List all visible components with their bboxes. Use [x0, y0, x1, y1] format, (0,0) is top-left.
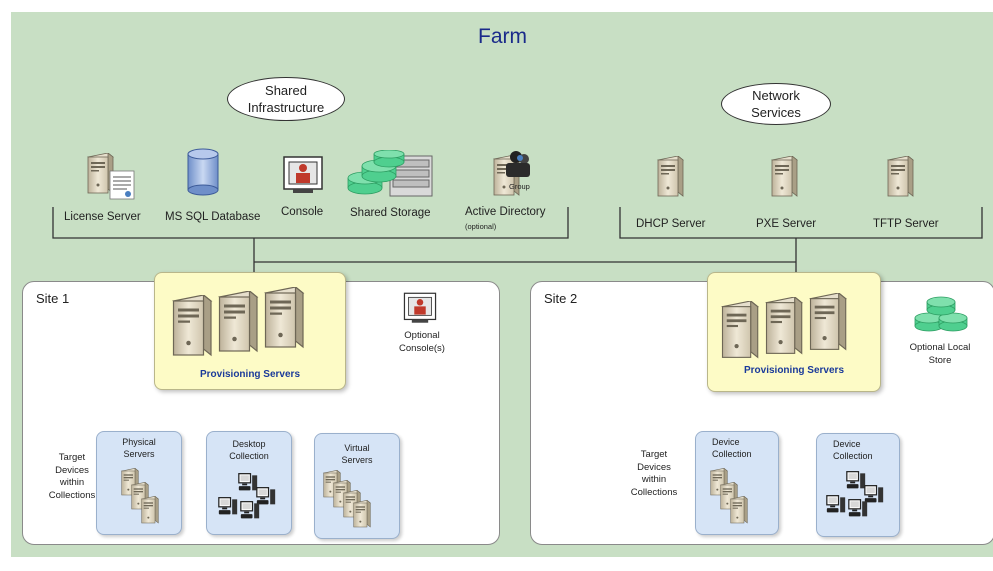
provisioning-server-icon [721, 293, 847, 359]
provisioning-server-icon [172, 287, 304, 356]
device-collection-1: Device Collection [695, 431, 779, 535]
optional-console-label: Optional Console(s) [399, 330, 445, 354]
active-directory-label: Active Directory [465, 206, 546, 218]
dhcp-server-icon [657, 156, 684, 197]
pxe-server-label: PXE Server [756, 218, 817, 230]
license-server-label: License Server [64, 211, 141, 223]
device-collection-2-label: Device Collection [833, 439, 873, 461]
physical-servers-label: Physical Servers [122, 437, 156, 459]
dhcp-server-label: DHCP Server [636, 218, 706, 230]
console-icon [283, 156, 323, 193]
network-services-label: Network Services [721, 83, 831, 125]
console-label: Console [281, 206, 324, 218]
physical-servers-collection: Physical Servers [96, 431, 182, 535]
local-store-icon [914, 296, 968, 332]
site2-target-devices-label: Target Devices within Collections [630, 449, 678, 498]
virtual-servers-label: Virtual Servers [341, 443, 373, 465]
optional-local-store-label: Optional Local Store [909, 342, 971, 366]
device-server-stack-icon [710, 468, 748, 524]
virtual-servers-collection: Virtual Servers [314, 433, 400, 539]
ms-sql-database-label: MS SQL Database [165, 211, 261, 223]
site2-label: Site 2 [544, 291, 578, 306]
pxe-server-icon [771, 156, 798, 197]
site1-target-devices-label: Target Devices within Collections [48, 452, 96, 501]
shared-infrastructure-label: Shared Infrastructure [227, 77, 345, 121]
farm-title: Farm [478, 25, 527, 48]
site1-provisioning-servers-label: Provisioning Servers [199, 369, 301, 380]
tftp-server-label: TFTP Server [873, 218, 939, 230]
active-directory-icon [493, 151, 530, 196]
tftp-server-icon [887, 156, 914, 197]
physical-server-stack-icon [121, 468, 159, 524]
virtual-server-stack-icon [323, 470, 371, 528]
shared-storage-label: Shared Storage [350, 207, 431, 219]
desktop-collection-label: Desktop Collection [229, 439, 269, 461]
site2-provisioning-servers-box: Provisioning Servers [707, 272, 881, 392]
shared-storage-icon [347, 150, 433, 197]
device-pcs-icon [826, 471, 884, 517]
device-collection-1-label: Device Collection [712, 437, 752, 459]
group-badge-label: Group [509, 182, 530, 191]
database-icon [187, 148, 219, 196]
active-directory-optional-label: (optional) [465, 222, 497, 231]
optional-console-icon [403, 292, 437, 323]
desktop-collection: Desktop Collection [206, 431, 292, 535]
license-server-icon [87, 153, 135, 200]
site1-provisioning-servers-box: Provisioning Servers [154, 272, 346, 390]
site2-provisioning-servers-label: Provisioning Servers [743, 365, 845, 376]
site1-label: Site 1 [36, 291, 70, 306]
desktop-pcs-icon [218, 473, 276, 519]
device-collection-2: Device Collection [816, 433, 900, 537]
